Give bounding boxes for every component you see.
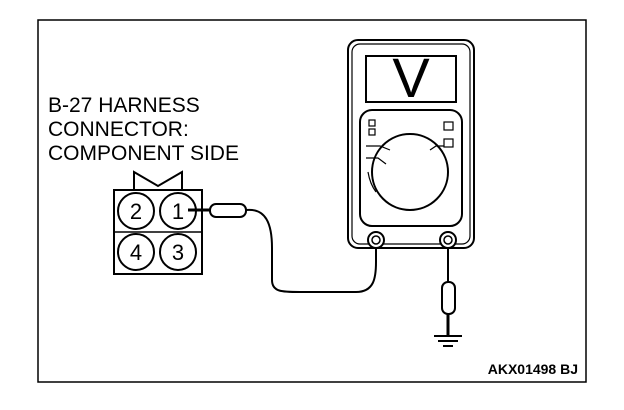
connector-pin-3 — [159, 233, 197, 271]
range-mark-left-top — [368, 119, 376, 127]
negative-probe-handle — [441, 281, 456, 315]
positive-jack-inner — [371, 235, 381, 245]
figure-frame — [37, 19, 587, 383]
figure-code: AKX01498 BJ — [488, 361, 578, 377]
pin-number-2: 2 — [130, 199, 142, 224]
connector-pin-2 — [117, 192, 155, 230]
connector-lock-tab — [133, 170, 183, 190]
selector-dial — [371, 133, 449, 211]
scale-arc-4 — [429, 145, 444, 151]
positive-test-probe — [188, 203, 247, 218]
voltmeter: V — [347, 39, 475, 249]
harness-connector: 2 1 4 3 — [113, 170, 203, 275]
probe-handle — [209, 203, 247, 218]
connector-label-line-2: CONNECTOR: — [48, 118, 189, 141]
range-mark-left-bottom — [368, 128, 376, 136]
scale-arc-2 — [366, 157, 387, 165]
negative-test-lead — [441, 248, 456, 336]
scale-arc-3 — [367, 171, 377, 193]
connector-label-line-1: B-27 HARNESS — [48, 94, 200, 117]
positive-lead-wire — [245, 208, 377, 293]
range-mark-right-top — [443, 121, 454, 131]
pin-number-3: 3 — [172, 240, 184, 265]
pin-number-1: 1 — [172, 199, 184, 224]
voltmeter-body-inner — [351, 43, 471, 245]
scale-arc-1 — [366, 145, 391, 151]
range-mark-right-bottom — [443, 138, 454, 148]
connector-pin-4 — [117, 233, 155, 271]
ground-icon — [434, 335, 462, 347]
voltmeter-display — [365, 55, 457, 103]
pin-number-4: 4 — [130, 240, 142, 265]
connector-label-line-3: COMPONENT SIDE — [48, 142, 239, 165]
display-symbol: V — [392, 46, 430, 109]
negative-jack-inner — [443, 235, 453, 245]
